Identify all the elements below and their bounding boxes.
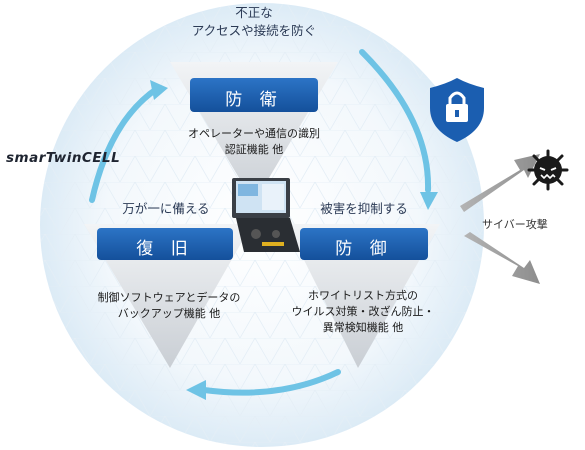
right-heading-bar: [300, 228, 428, 260]
left-heading: 復 旧: [136, 239, 194, 259]
lock-shield-icon: [430, 78, 484, 142]
left-heading-bar: [97, 228, 233, 260]
cycle-arrowhead-bottom: [186, 380, 206, 400]
cycle-arrows: [89, 49, 432, 396]
attack-arrow-upper: [460, 154, 540, 212]
top-caption: 不正な アクセスや接続を防ぐ: [170, 4, 338, 40]
right-body-line-3: 異常検知機能 他: [322, 321, 404, 334]
left-caption: 万が一に備える: [122, 201, 210, 216]
top-heading-bar: [190, 78, 318, 112]
cycle-arrowhead-left: [150, 80, 168, 100]
attack-arrow-lower: [464, 232, 540, 284]
controller-device-icon: [232, 178, 300, 252]
top-caption-line-2: アクセスや接続を防ぐ: [191, 23, 317, 38]
top-body: オペレーターや通信の識別 認証機能 他: [170, 126, 338, 158]
product-logo: smarTwinCELL: [6, 150, 121, 166]
right-body-line-1: ホワイトリスト方式の: [308, 289, 418, 302]
right-body-line-2: ウイルス対策・改ざん防止・: [291, 305, 435, 318]
cycle-arrow-left: [89, 85, 161, 203]
cycle-arrowhead-top-right: [420, 192, 438, 210]
top-body-line-1: オペレーターや通信の識別: [188, 127, 320, 140]
top-heading: 防 衛: [225, 90, 283, 110]
left-body-line-2: バックアップ機能 他: [117, 307, 221, 320]
attack-arrows: [460, 154, 540, 284]
attack-label: サイバー攻撃: [482, 218, 548, 231]
virus-icon: [527, 149, 569, 191]
top-body-line-2: 認証機能 他: [224, 143, 284, 156]
cycle-arrow-bottom: [201, 369, 341, 396]
right-caption: 被害を抑制する: [320, 201, 408, 216]
top-caption-line-1: 不正な: [235, 5, 273, 20]
left-body: 制御ソフトウェアとデータの バックアップ機能 他: [78, 290, 260, 322]
left-body-line-1: 制御ソフトウェアとデータの: [97, 291, 241, 304]
right-heading: 防 御: [335, 239, 393, 259]
right-body: ホワイトリスト方式の ウイルス対策・改ざん防止・ 異常検知機能 他: [282, 288, 444, 336]
cycle-arrow-top-right: [359, 49, 432, 193]
